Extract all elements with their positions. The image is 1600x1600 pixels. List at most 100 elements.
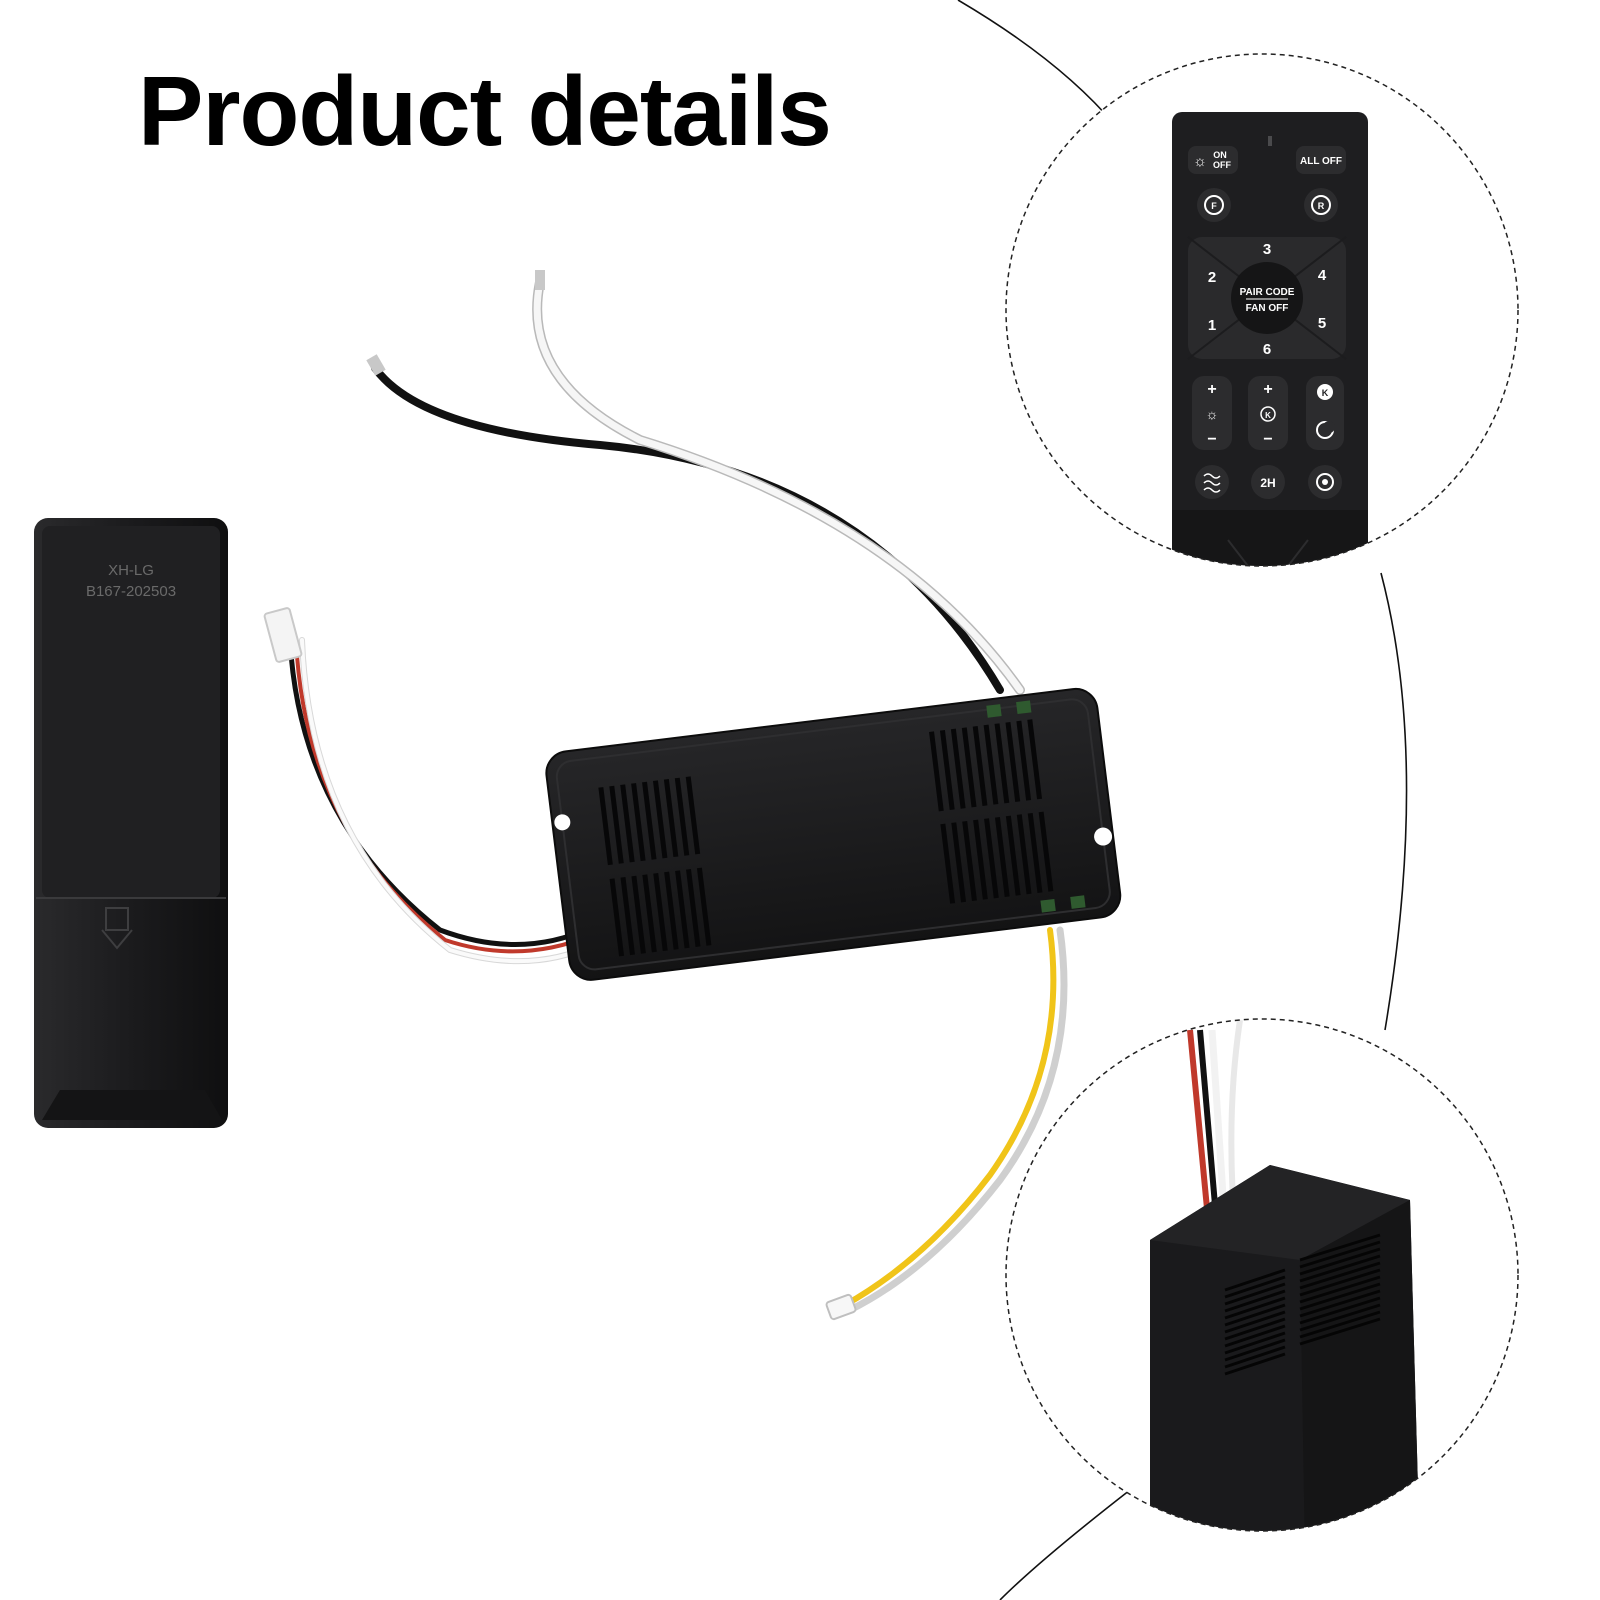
vent-slot [994,723,1010,804]
remote-back: XH-LG B167-202503 [34,518,228,1128]
svg-text:ON: ON [1213,150,1227,160]
vent-slot [961,727,977,808]
vent-slot [962,820,977,901]
speed-dial: PAIR CODE FAN OFF 1 2 3 4 5 6 [1187,236,1347,360]
vent-slot [1224,1303,1286,1327]
vent-slot [1224,1331,1286,1355]
vent-slot [984,818,999,899]
vent-slot [653,873,668,952]
svg-text:ALL OFF: ALL OFF [1300,156,1342,167]
vent-slot [1224,1345,1286,1369]
brightness-icon: ☼ [1206,406,1219,422]
brand-label: XH-LG [108,562,154,579]
module-closeup [1005,1018,1519,1532]
vent-slot [1224,1352,1286,1376]
night-mode-icon[interactable] [1316,421,1335,439]
speed-1-button[interactable]: 1 [1208,317,1216,334]
vent-slot [1299,1303,1381,1332]
remote-closeup: ☼ ON OFF ALL OFF F R [1005,53,1519,567]
vent-slot [1299,1289,1381,1318]
vent-slot [1224,1268,1286,1292]
vent-slot [951,822,967,903]
module-vent-grille [1224,1233,1381,1376]
svg-text:+: + [1207,381,1216,398]
vent-slot [696,867,712,946]
vent-slot [1299,1261,1381,1290]
vent-slot [631,875,646,954]
vent-slot [685,776,701,855]
vent-slot [1027,719,1043,800]
brightness-rocker[interactable]: + ☼ − [1192,376,1232,450]
vent-slot [642,874,657,953]
vent-slot [1299,1268,1381,1297]
pair-code-fan-off-button[interactable]: PAIR CODE FAN OFF [1240,287,1295,314]
vent-slot [686,869,701,948]
vent-slot [652,780,668,859]
vent-slot [1299,1254,1381,1283]
fan-light-button[interactable] [1308,465,1342,499]
svg-text:F: F [1211,201,1217,211]
vent-slot [620,784,635,863]
reverse-button[interactable]: R [1304,188,1338,222]
vent-slot [1224,1275,1286,1299]
left-connector [263,607,598,965]
vent-slot [1224,1289,1286,1313]
vent-slot [1005,721,1021,802]
vent-slot [929,731,944,812]
vent-slot [1299,1247,1381,1276]
svg-text:PAIR CODE: PAIR CODE [1240,287,1295,298]
vent-slot [1224,1282,1286,1306]
all-off-button[interactable]: ALL OFF [1296,146,1346,174]
vent-slot [609,878,625,957]
svg-text:+: + [1263,381,1272,398]
vent-slot [1299,1240,1381,1269]
speed-5-button[interactable]: 5 [1318,315,1326,332]
speed-3-button[interactable]: 3 [1263,241,1271,258]
speed-6-button[interactable]: 6 [1263,341,1271,358]
forward-button[interactable]: F [1197,188,1231,222]
vent-grille-left [598,776,712,957]
model-label: B167-202503 [86,583,176,600]
vent-slot [972,725,988,807]
battery-cover-arrow-icon [101,907,133,950]
vent-slot [1224,1317,1286,1341]
vent-slot [973,819,988,900]
color-k-button[interactable]: K [1306,376,1344,450]
page-title: Product details [138,56,832,166]
svg-text:2H: 2H [1260,476,1275,490]
vent-slot [1224,1296,1286,1320]
vent-slot [1027,812,1043,893]
top-wires [366,270,1025,695]
vent-slot [1299,1296,1381,1325]
vent-slot [674,777,690,856]
svg-text:OFF: OFF [1213,160,1231,170]
breeze-button[interactable] [1195,465,1229,499]
callout-lines [957,0,1408,1600]
vent-slot [1299,1282,1381,1311]
color-temp-rocker[interactable]: + K − [1248,376,1288,450]
timer-2h-button[interactable]: 2H [1251,465,1285,499]
vent-slot [664,871,679,950]
on-off-button[interactable]: ☼ ON OFF [1188,146,1238,174]
vent-slot [1224,1310,1286,1334]
vent-slot [1038,811,1054,892]
bottom-wires [825,926,1068,1321]
vent-slot [1016,814,1032,895]
svg-text:R: R [1318,201,1325,211]
vent-slot [1299,1317,1381,1346]
svg-text:K: K [1322,388,1329,398]
vent-slot [663,779,679,858]
vent-slot [620,877,635,956]
svg-text:☼: ☼ [1193,153,1207,170]
svg-text:FAN OFF: FAN OFF [1246,303,1289,314]
vent-slot [631,783,646,862]
vent-slot [598,787,613,866]
vent-slot [1016,720,1032,801]
speed-4-button[interactable]: 4 [1318,267,1327,284]
vent-slot [1224,1324,1286,1348]
vent-slot [994,816,1010,897]
vent-slot [939,730,955,811]
speed-2-button[interactable]: 2 [1208,269,1216,286]
vent-slot [940,823,956,904]
